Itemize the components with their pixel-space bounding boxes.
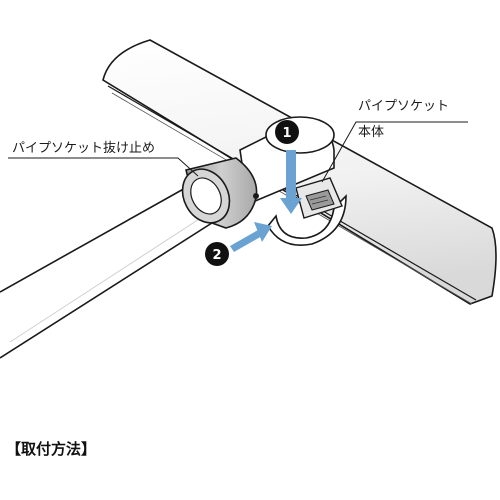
leader-line-socket-body [321, 121, 468, 183]
pipe [0, 181, 236, 359]
step-badge-1: 1 [275, 120, 299, 144]
step-badge-2: 2 [205, 242, 229, 266]
mounting-method-caption: 【取付方法】 [6, 440, 97, 458]
label-socket-body-line2: 本体 [358, 125, 384, 140]
step-number-2: 2 [212, 248, 221, 263]
step1-arrow [280, 150, 302, 214]
label-socket-body-line1: パイプソケット [358, 99, 449, 114]
pipe-socket-body [267, 177, 347, 246]
step2-arrow [230, 222, 272, 252]
step-number-1: 1 [282, 126, 291, 141]
leader-line-stopper [8, 157, 199, 177]
pipe-socket-stopper-ring [181, 157, 259, 229]
label-socket-stopper: パイプソケット抜け止め [12, 140, 155, 156]
